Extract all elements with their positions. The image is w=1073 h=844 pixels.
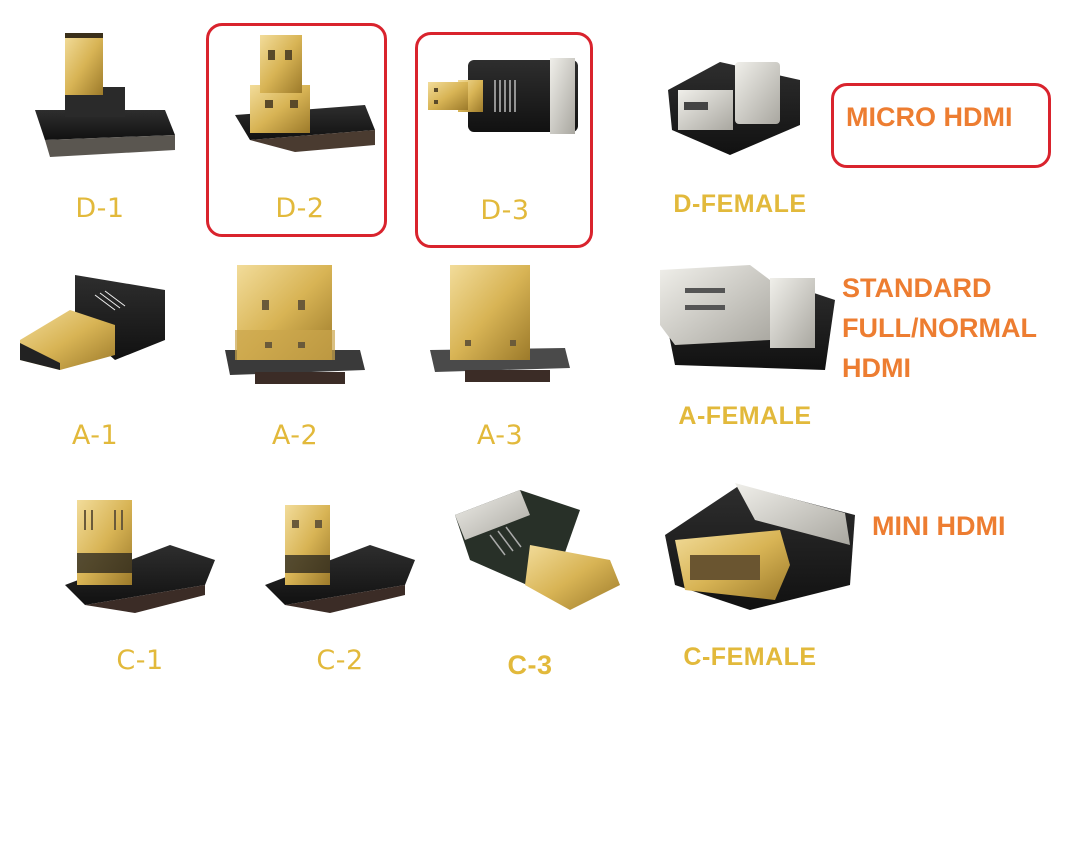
item-label: C-FEMALE (683, 643, 817, 671)
item-label: C-3 (507, 650, 553, 680)
item-d-2: D-2 (215, 30, 385, 230)
item-c-2: C-2 (260, 485, 430, 685)
category-title-line: STANDARD (842, 273, 992, 303)
item-label: A-FEMALE (678, 402, 812, 430)
item-d-3: D-3 (420, 50, 590, 240)
mini-hdmi-straight-plug-icon (455, 490, 620, 610)
item-label: D-3 (480, 195, 530, 226)
item-c-1: C-1 (55, 485, 225, 685)
highlight-box-d-2 (206, 23, 387, 237)
item-c-3: C-3 (450, 485, 630, 685)
micro-hdmi-angled-plug-icon (235, 35, 375, 152)
hdmi-vertical-plug-icon (225, 265, 365, 384)
item-label: A-2 (271, 420, 319, 451)
item-a-1: A-1 (15, 265, 195, 455)
item-label: C-1 (116, 645, 164, 676)
hdmi-female-socket-icon (660, 265, 835, 370)
mini-hdmi-vertical-plug-icon (65, 500, 215, 613)
item-c-female: C-FEMALE (660, 475, 860, 675)
item-d-female: D-FEMALE (660, 50, 820, 225)
micro-hdmi-straight-plug-icon (428, 58, 578, 134)
hdmi-straight-plug-icon (20, 275, 165, 370)
category-title-micro-hdmi: MICRO HDMI (846, 102, 1013, 132)
item-a-3: A-3 (420, 260, 580, 455)
category-title-standard-hdmi: STANDARD FULL/NORMAL HDMI (842, 268, 1037, 388)
category-title-line: FULL/NORMAL (842, 313, 1037, 343)
highlight-box-micro-hdmi (831, 83, 1051, 168)
row-standard-hdmi: A-1 A-2 A-3 (0, 250, 1073, 460)
category-title-line: HDMI (842, 353, 911, 383)
item-label: D-2 (275, 193, 325, 224)
micro-hdmi-vertical-plug-icon (35, 33, 175, 157)
item-label: D-1 (75, 193, 125, 224)
item-d-1: D-1 (20, 25, 190, 225)
mini-hdmi-vertical-plug-icon (265, 505, 415, 613)
row-mini-hdmi: C-1 C-2 C-3 C-FEMALE (0, 470, 1073, 690)
item-label: A-1 (71, 420, 119, 451)
mini-hdmi-female-socket-icon (665, 483, 855, 610)
row-micro-hdmi: D-1 D-2 (0, 0, 1073, 250)
micro-hdmi-female-socket-icon (668, 62, 800, 155)
hdmi-vertical-plug-icon (430, 265, 570, 382)
highlight-box-d-3 (415, 32, 593, 248)
item-label: D-FEMALE (673, 190, 807, 218)
category-title-mini-hdmi: MINI HDMI (872, 511, 1006, 541)
item-label: C-2 (316, 645, 364, 676)
item-a-2: A-2 (215, 260, 375, 455)
item-a-female: A-FEMALE (655, 260, 835, 450)
item-label: A-3 (476, 420, 524, 451)
